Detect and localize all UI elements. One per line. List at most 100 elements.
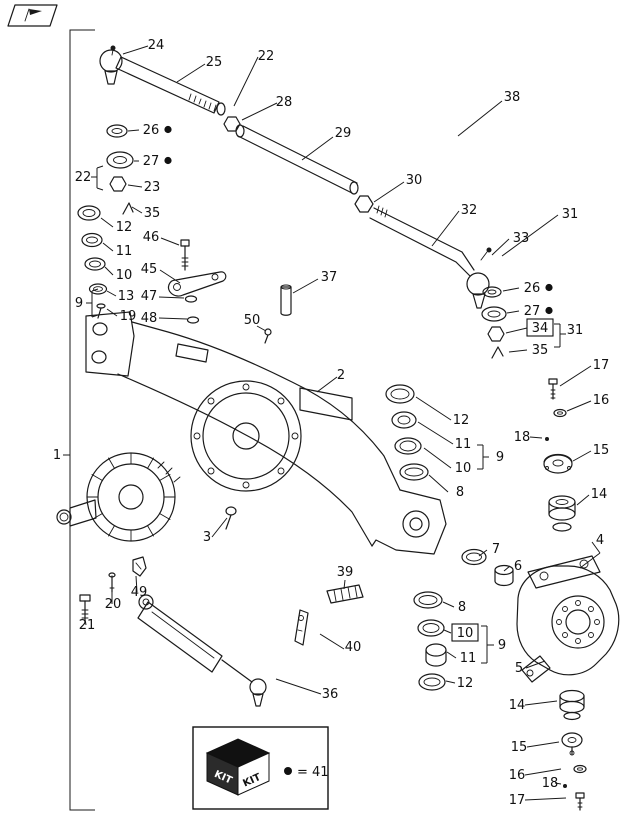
callout-20: 20 — [105, 597, 122, 612]
callout-30: 30 — [406, 173, 423, 188]
svg-text:15: 15 — [593, 443, 610, 458]
svg-text:12: 12 — [453, 413, 470, 428]
svg-text:20: 20 — [105, 597, 122, 612]
mount-hardware — [79, 556, 147, 620]
callout-11: 11 — [116, 244, 133, 259]
svg-text:39: 39 — [337, 565, 354, 580]
callout-18: 18 — [514, 430, 531, 445]
housing-bolt — [225, 506, 237, 530]
callout-46: 46 — [143, 230, 160, 245]
kit-legend-text: = 41 — [297, 765, 329, 780]
svg-text:14: 14 — [591, 487, 608, 502]
kit-legend-bullet — [284, 767, 292, 775]
svg-text:17: 17 — [593, 358, 610, 373]
callout-21: 21 — [79, 618, 96, 633]
svg-text:32: 32 — [461, 203, 478, 218]
svg-text:37: 37 — [321, 270, 338, 285]
svg-text:6: 6 — [514, 559, 522, 574]
svg-text:49: 49 — [131, 585, 148, 600]
callout-14: 14 — [509, 698, 526, 713]
svg-text:8: 8 — [456, 485, 464, 500]
callout-23: 23 — [144, 180, 161, 195]
callout-33: 33 — [513, 231, 530, 246]
svg-text:11: 11 — [455, 437, 472, 452]
steering-knuckle — [516, 555, 620, 683]
svg-text:16: 16 — [509, 768, 526, 783]
svg-text:27: 27 — [524, 304, 541, 319]
svg-text:46: 46 — [143, 230, 160, 245]
callout-1: 1 — [53, 448, 61, 463]
svg-text:28: 28 — [276, 95, 293, 110]
callout-3: 3 — [203, 530, 211, 545]
svg-text:31: 31 — [567, 323, 584, 338]
seal-stack-lower — [413, 591, 447, 691]
svg-text:21: 21 — [79, 618, 96, 633]
callout-11: 11 — [460, 651, 477, 666]
callout-17: 17 — [593, 358, 610, 373]
callout-24: 24 — [148, 38, 165, 53]
svg-text:9: 9 — [496, 450, 504, 465]
svg-text:48: 48 — [141, 311, 158, 326]
svg-text:13: 13 — [118, 289, 135, 304]
seal-stack-upper — [385, 384, 429, 481]
svg-text:45: 45 — [141, 262, 158, 277]
callout-35: 35 — [532, 343, 549, 358]
callout-35: 35 — [144, 206, 161, 221]
svg-text:23: 23 — [144, 180, 161, 195]
svg-text:18: 18 — [514, 430, 531, 445]
svg-text:12: 12 — [457, 676, 474, 691]
kingpin-bottom-parts — [559, 689, 587, 811]
callout-26: 26 — [143, 123, 172, 138]
callout-16: 16 — [593, 393, 610, 408]
callout-14: 14 — [591, 487, 608, 502]
callout-10: 10 — [455, 461, 472, 476]
callout-31: 31 — [562, 207, 579, 222]
callout-9: 9 — [75, 296, 83, 311]
tie-rod-end-hardware — [106, 124, 134, 215]
callout-7: 7 — [492, 542, 500, 557]
kingpin-top-parts — [543, 378, 576, 532]
callout-15: 15 — [511, 740, 528, 755]
svg-text:31: 31 — [562, 207, 579, 222]
svg-text:3: 3 — [203, 530, 211, 545]
callout-13: 13 — [118, 289, 135, 304]
svg-text:22: 22 — [75, 170, 92, 185]
callout-39: 39 — [337, 565, 354, 580]
svg-text:4: 4 — [596, 533, 604, 548]
callout-32: 32 — [461, 203, 478, 218]
drag-link — [235, 124, 492, 309]
callout-8: 8 — [458, 600, 466, 615]
callout-12: 12 — [457, 676, 474, 691]
svg-text:27: 27 — [143, 154, 160, 169]
kit-box: KIT KIT = 41 — [192, 726, 329, 810]
svg-text:33: 33 — [513, 231, 530, 246]
callout-11: 11 — [455, 437, 472, 452]
svg-text:22: 22 — [258, 49, 275, 64]
flag-icon — [7, 4, 58, 27]
svg-text:18: 18 — [542, 776, 559, 791]
svg-text:10: 10 — [457, 626, 474, 641]
svg-text:19: 19 — [120, 309, 137, 324]
item-1-bracket — [63, 29, 95, 811]
steering-cylinder — [137, 594, 267, 707]
callout-9: 9 — [496, 450, 504, 465]
svg-text:40: 40 — [345, 640, 362, 655]
steering-arm-hardware — [167, 239, 292, 344]
leader-lines — [84, 45, 601, 801]
callout-45: 45 — [141, 262, 158, 277]
svg-text:8: 8 — [458, 600, 466, 615]
svg-text:17: 17 — [509, 793, 526, 808]
callout-9: 9 — [498, 638, 506, 653]
callout-37: 37 — [321, 270, 338, 285]
callout-40: 40 — [345, 640, 362, 655]
shim-and-bracket — [294, 584, 364, 646]
svg-text:9: 9 — [75, 296, 83, 311]
svg-text:35: 35 — [532, 343, 549, 358]
svg-text:30: 30 — [406, 173, 423, 188]
svg-text:16: 16 — [593, 393, 610, 408]
callout-48: 48 — [141, 311, 158, 326]
svg-text:11: 11 — [460, 651, 477, 666]
